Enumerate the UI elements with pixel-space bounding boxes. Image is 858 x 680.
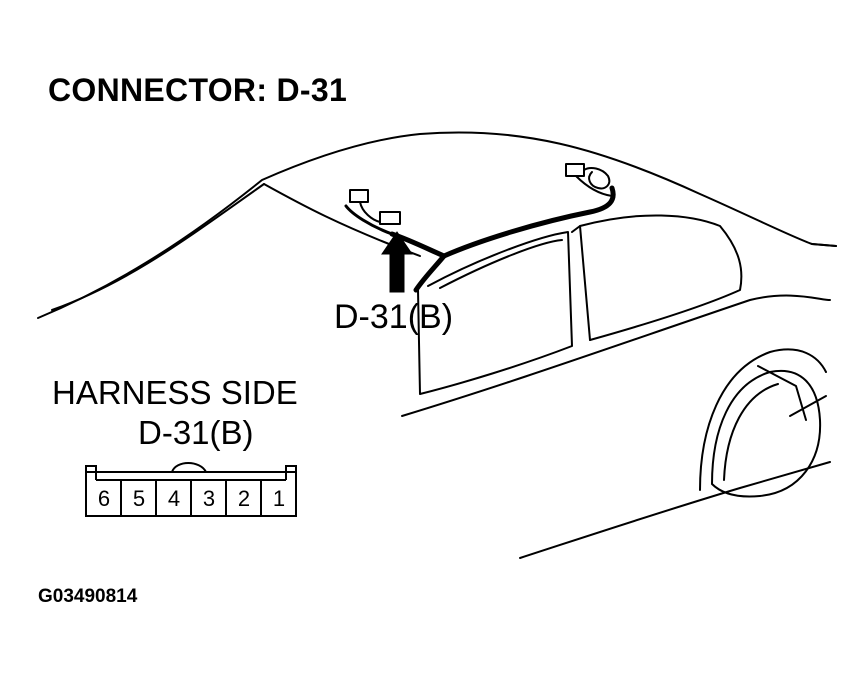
tire (711, 369, 822, 498)
connector-callout-label: D-31(B) (334, 298, 454, 336)
rear-window (579, 214, 743, 341)
front-window (417, 231, 573, 395)
harness-connector-id: D-31(B) (138, 414, 254, 451)
rocker-line (519, 461, 831, 559)
connector-face (85, 462, 297, 517)
wheel-arch (699, 348, 827, 491)
pin-label: 2 (237, 486, 251, 511)
pin-label: 3 (202, 486, 216, 511)
belt-line (401, 294, 831, 417)
connector-plug (565, 163, 585, 177)
pin-label: 6 (97, 486, 111, 511)
wiring-harness (389, 185, 616, 259)
figure-id: G03490814 (38, 586, 138, 607)
page-title: CONNECTOR: D-31 (48, 72, 348, 108)
windshield-edge (51, 183, 265, 311)
connector-plug (379, 211, 401, 225)
roof-outline (37, 131, 837, 319)
connector-plug (349, 189, 369, 203)
rear-roof (811, 243, 837, 247)
b-pillar (571, 225, 591, 341)
pin-label: 1 (272, 486, 286, 511)
pin-label: 5 (132, 486, 146, 511)
pin-label: 4 (167, 486, 181, 511)
harness-side-title: HARNESS SIDE (52, 374, 298, 411)
indicator-arrow (381, 231, 413, 293)
